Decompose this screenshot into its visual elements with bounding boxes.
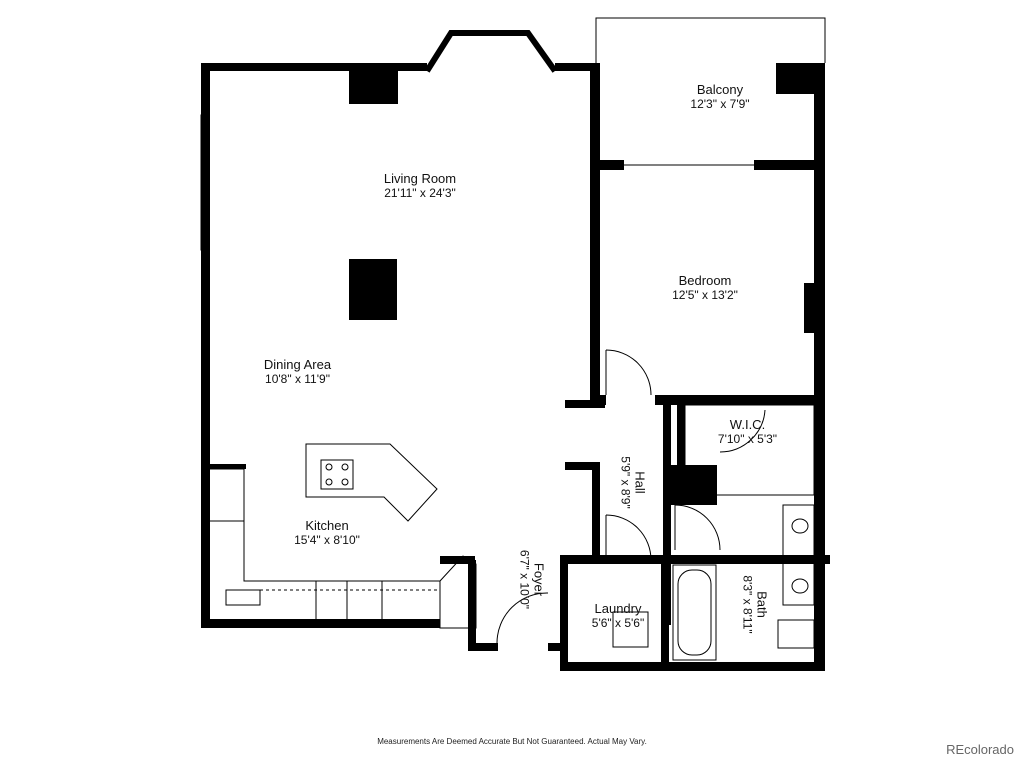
plan-fixtures [200,17,826,661]
room-name: Bedroom [678,273,732,288]
room-label-foyer: Foyer 6'7" x 10'0" [518,540,547,620]
room-label-laundry: Laundry 5'6" x 5'6" [578,601,658,630]
room-name: Hall [632,471,648,494]
room-name: Kitchen [305,518,349,533]
room-name: W.I.C. [729,417,766,432]
room-dimensions: 21'11" x 24'3" [384,186,456,200]
room-dimensions: 12'5" x 13'2" [672,288,738,302]
room-label-balcony: Balcony 12'3" x 7'9" [680,82,760,111]
room-dimensions: 5'6" x 5'6" [591,616,645,630]
room-label-dining: Dining Area 10'8" x 11'9" [250,357,345,386]
room-dimensions: 5'9" x 8'9" [618,456,633,509]
room-label-kitchen: Kitchen 15'4" x 8'10" [282,518,372,547]
room-name: Dining Area [263,357,332,372]
room-dimensions: 7'10" x 5'3" [717,432,778,446]
room-name: Laundry [594,601,642,616]
room-label-wic: W.I.C. 7'10" x 5'3" [705,417,790,446]
room-name: Foyer [531,562,547,597]
room-dimensions: 6'7" x 10'0" [517,549,532,610]
room-name: Balcony [696,82,744,97]
room-label-hall: Hall 5'9" x 8'9" [619,443,648,523]
room-label-bedroom: Bedroom 12'5" x 13'2" [665,273,745,302]
room-name: Bath [754,591,770,618]
room-dimensions: 12'3" x 7'9" [690,97,750,111]
room-label-bath: Bath 8'3" x 8'11" [741,565,770,645]
room-dimensions: 10'8" x 11'9" [265,372,330,386]
room-dimensions: 15'4" x 8'10" [294,533,360,547]
plan-walls [201,63,830,671]
room-name: Living Room [383,171,457,186]
room-dimensions: 8'3" x 8'11" [740,575,755,634]
disclaimer-text: Measurements Are Deemed Accurate But Not… [377,737,647,746]
room-label-living: Living Room 21'11" x 24'3" [370,171,470,200]
brand-logo: REcolorado [946,742,1014,757]
